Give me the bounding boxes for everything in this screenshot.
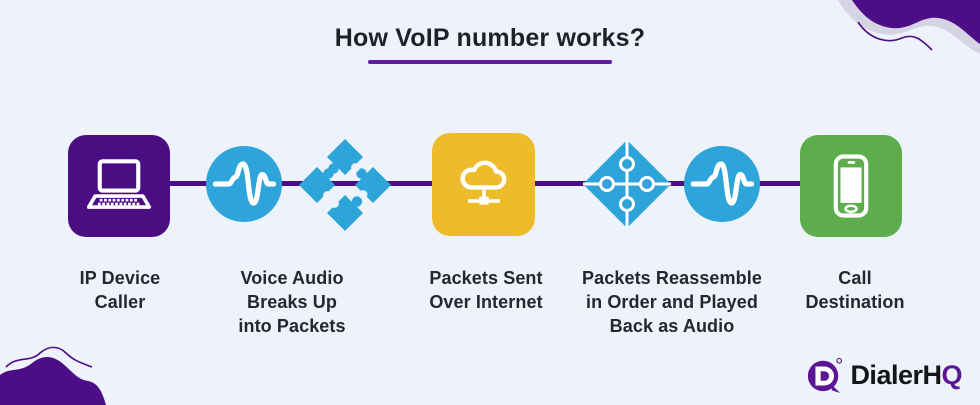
step-tile-internet xyxy=(432,133,535,236)
decorative-blob-top-right xyxy=(838,0,980,54)
logo-brand-prefix: DialerH xyxy=(850,359,942,390)
smartphone-icon xyxy=(833,154,869,218)
label-line: Caller xyxy=(94,291,146,312)
label-line: in Order and Played xyxy=(586,291,758,312)
label-line: IP Device xyxy=(79,268,161,288)
step-label-packets-sent: Packets Sent Over Internet xyxy=(391,267,581,315)
label-line: Back as Audio xyxy=(609,315,735,336)
decorative-blob-bottom-left xyxy=(0,346,106,405)
laptop-icon xyxy=(86,159,152,209)
label-line: Packets Sent xyxy=(429,268,543,288)
puzzle-assembled-icon xyxy=(579,136,675,232)
step-label-packets-reassemble: Packets Reassemble in Order and Played B… xyxy=(557,267,787,338)
audio-circle-2 xyxy=(684,146,760,222)
title-underline xyxy=(368,60,612,64)
puzzle-break-apart-icon xyxy=(297,137,393,233)
step-label-voice-audio: Voice Audio Breaks Up into Packets xyxy=(197,267,387,338)
label-line: Breaks Up xyxy=(247,291,337,312)
step-tile-ip-device xyxy=(68,135,170,237)
header: How VoIP number works? xyxy=(0,24,980,64)
audio-circle-1 xyxy=(206,146,282,222)
label-line: Over Internet xyxy=(429,291,543,312)
label-line: Destination xyxy=(805,291,905,312)
cloud-network-icon xyxy=(459,160,506,205)
page-title: How VoIP number works? xyxy=(334,24,646,52)
label-line: into Packets xyxy=(238,315,346,336)
dialerhq-logo-text: DialerHQ xyxy=(850,360,962,391)
label-line: Call xyxy=(838,268,872,288)
step-tile-destination xyxy=(800,135,902,237)
logo-brand-suffix: Q xyxy=(941,359,962,390)
step-label-call-destination: Call Destination xyxy=(765,267,945,315)
step-label-ip-device-caller: IP Device Caller xyxy=(30,267,210,315)
dialerhq-logo: DialerHQ xyxy=(805,355,962,395)
waveform-icon xyxy=(212,161,277,206)
waveform-icon xyxy=(690,161,755,206)
dialerhq-logo-icon xyxy=(808,357,843,394)
label-line: Voice Audio xyxy=(240,268,344,288)
label-line: Packets Reassemble xyxy=(582,268,762,288)
